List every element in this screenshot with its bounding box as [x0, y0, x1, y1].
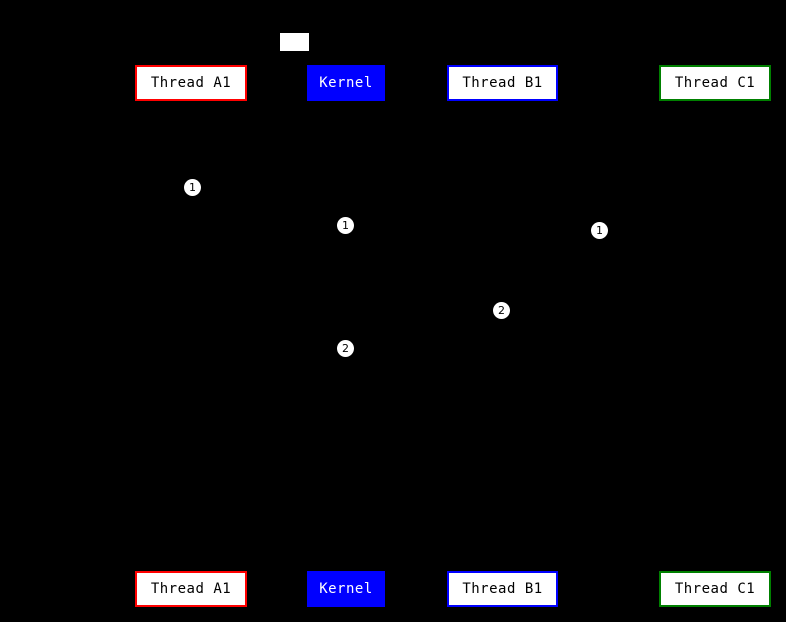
step-marker-label: 2: [342, 342, 349, 355]
participant-kernel-bottom: Kernel: [307, 571, 385, 607]
participant-kernel-top: Kernel: [307, 65, 385, 101]
lifeline-thread-a1: [190, 101, 191, 571]
lifeline-thread-c1: [714, 101, 715, 571]
lifeline-kernel: [345, 101, 346, 571]
step-marker-label: 1: [189, 181, 196, 194]
participant-label: Thread C1: [674, 581, 756, 597]
participant-thread-b1-bottom: Thread B1: [447, 571, 558, 607]
lifeline-thread-b1: [502, 101, 503, 571]
step-marker-1-b: 1: [337, 217, 354, 234]
participant-label: Thread B1: [462, 75, 543, 91]
step-marker-1-c: 1: [591, 222, 608, 239]
participant-thread-a1-top: Thread A1: [135, 65, 247, 101]
participant-label: Thread C1: [674, 75, 756, 91]
participant-label: Kernel: [319, 75, 373, 91]
step-marker-2-a: 2: [493, 302, 510, 319]
participant-thread-c1-top: Thread C1: [659, 65, 771, 101]
note-box: [280, 33, 309, 51]
participant-thread-b1-top: Thread B1: [447, 65, 558, 101]
participant-label: Thread B1: [462, 581, 543, 597]
step-marker-1-a: 1: [184, 179, 201, 196]
participant-label: Thread A1: [150, 581, 232, 597]
participant-label: Kernel: [319, 581, 373, 597]
step-marker-2-b: 2: [337, 340, 354, 357]
step-marker-label: 1: [342, 219, 349, 232]
participant-thread-c1-bottom: Thread C1: [659, 571, 771, 607]
participant-label: Thread A1: [150, 75, 232, 91]
step-marker-label: 1: [596, 224, 603, 237]
participant-thread-a1-bottom: Thread A1: [135, 571, 247, 607]
step-marker-label: 2: [498, 304, 505, 317]
